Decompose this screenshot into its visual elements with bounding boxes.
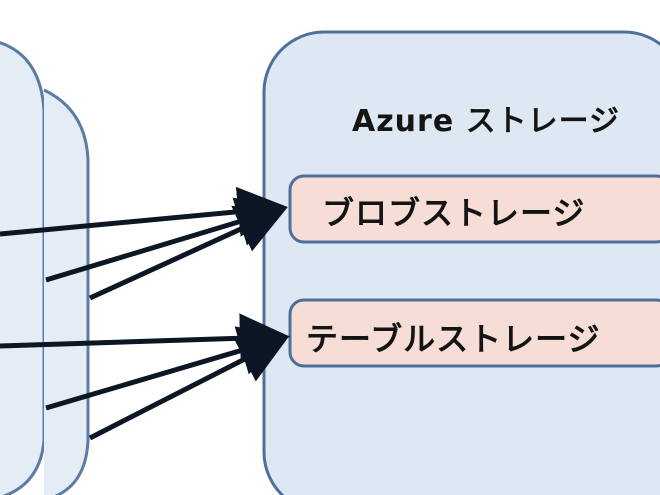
blob-storage-box xyxy=(288,174,660,244)
arrow-to-table-3 xyxy=(88,336,289,441)
table-storage-label: テーブルストレージ xyxy=(306,320,601,358)
azure-storage-container xyxy=(262,30,660,495)
client-shape-outer xyxy=(0,41,46,495)
azure-storage-title: Azure ストレージ xyxy=(352,104,621,139)
table-storage-box xyxy=(288,298,660,368)
blob-storage-label: ブロブストレージ xyxy=(322,194,586,232)
client-shape-inner xyxy=(43,88,90,495)
arrow-to-blob-3 xyxy=(88,205,288,301)
